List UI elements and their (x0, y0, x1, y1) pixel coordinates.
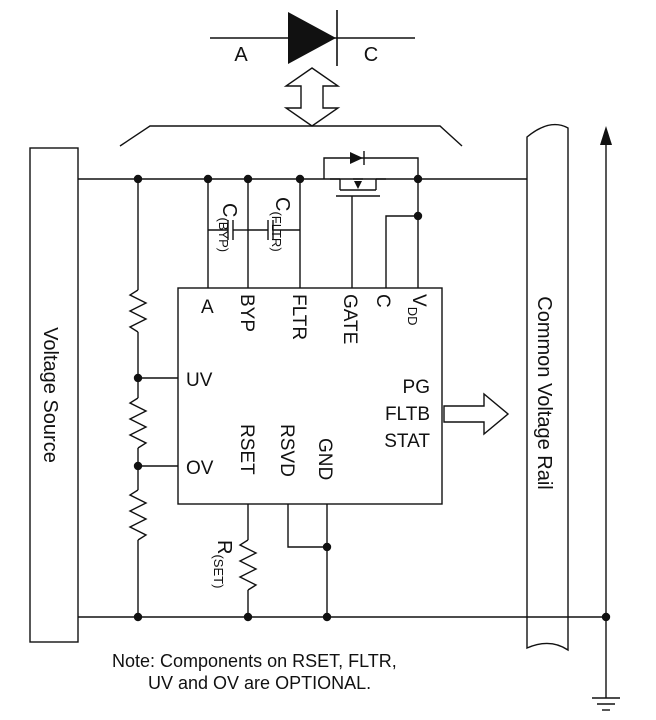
diode-triangle (288, 12, 336, 64)
divider-resistor-bottom (128, 489, 148, 541)
note-line-1: Note: Components on RSET, FLTR, (112, 651, 397, 671)
voltage-source-block: Voltage Source (29, 147, 79, 643)
pin-vdd-label: VDD (405, 294, 429, 325)
common-voltage-rail-label: Common Voltage Rail (533, 296, 555, 489)
pin-stat-label: STAT (384, 431, 430, 452)
note-line-2: UV and OV are OPTIONAL. (148, 673, 371, 693)
pin-fltb-label: FLTB (385, 404, 430, 425)
pin-gnd-label: GND (314, 438, 335, 480)
capacitor-cbyp (208, 220, 248, 240)
pin-a-label: A (201, 297, 214, 318)
pin-rsvd-label: RSVD (276, 424, 297, 477)
divider-resistor-middle (128, 397, 148, 449)
rail-voltage-arrow (600, 126, 612, 698)
cbyp-label: C(BYP) (216, 203, 240, 252)
mosfet-symbol (323, 151, 419, 288)
pin-byp-label: BYP (236, 294, 257, 332)
pin-rset-label: RSET (236, 424, 257, 475)
ideal-diode-symbol: A C (210, 10, 415, 66)
capacitor-cfltr (248, 220, 300, 240)
pin-ov-label: OV (186, 458, 214, 479)
controller-ic (177, 287, 443, 505)
ground-icon (592, 697, 620, 711)
pin-fltr-label: FLTR (288, 294, 309, 340)
status-output-arrow (443, 392, 510, 436)
pin-uv-label: UV (186, 370, 213, 391)
c-pin-wire (385, 215, 418, 288)
cfltr-label: C(FLTR) (269, 197, 293, 252)
anode-label: A (234, 44, 248, 66)
pin-pg-label: PG (403, 377, 430, 398)
resistor-rset (238, 539, 258, 591)
voltage-source-label: Voltage Source (39, 327, 61, 463)
rset-label: R(SET) (211, 540, 235, 588)
bracket (119, 125, 463, 147)
divider-resistor-top (128, 289, 148, 333)
junction-dots (133, 174, 611, 622)
common-voltage-rail-block: Common Voltage Rail (526, 123, 569, 652)
pin-gate-label: GATE (339, 294, 360, 344)
rsvd-wire (287, 504, 327, 548)
equivalence-arrow (283, 67, 341, 127)
pin-c-label: C (372, 294, 393, 308)
cathode-label: C (364, 44, 378, 66)
